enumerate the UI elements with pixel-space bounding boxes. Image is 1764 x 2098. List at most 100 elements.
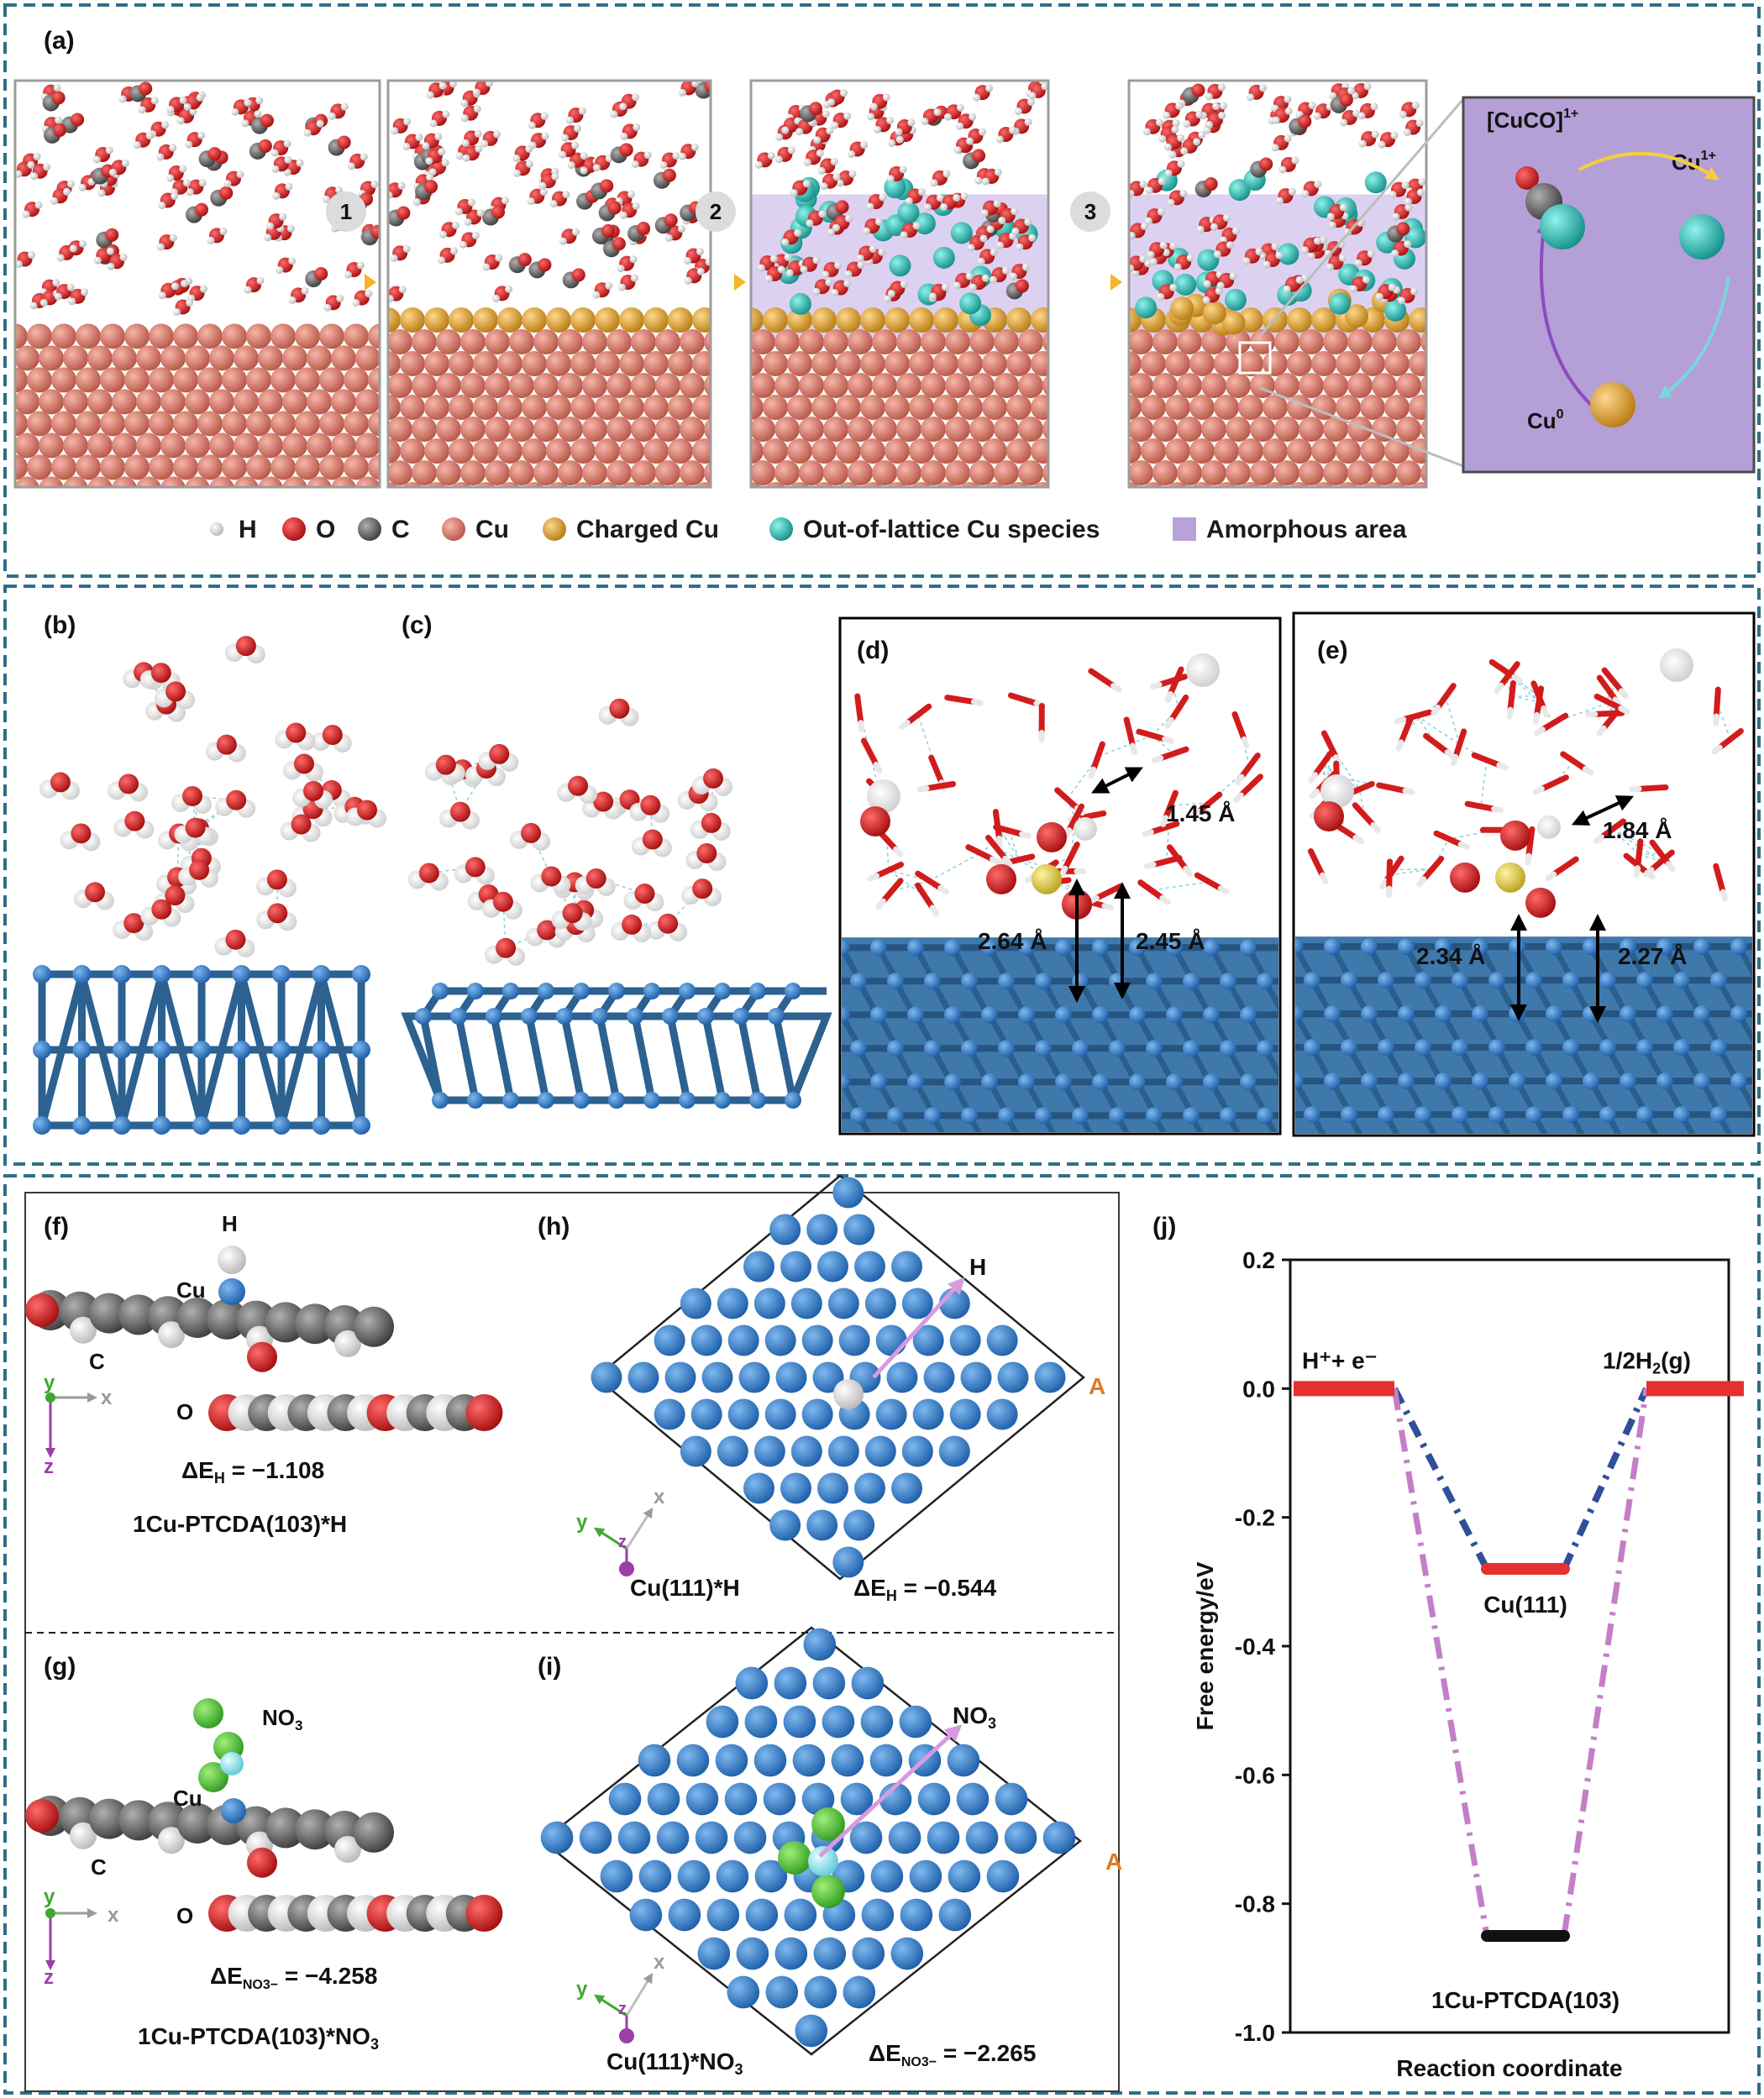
h-atom — [1362, 275, 1370, 284]
slab-atom — [1730, 938, 1747, 956]
h-atom — [438, 256, 446, 265]
slab-atom — [1226, 460, 1251, 486]
h-bond — [1445, 696, 1461, 745]
h-atom — [1193, 138, 1201, 146]
water-stick-h — [1491, 805, 1504, 814]
h-atom — [775, 133, 784, 141]
lattice-atom — [352, 1041, 370, 1059]
h-atom — [33, 153, 41, 161]
cu-surface-atom — [891, 1472, 922, 1504]
chart-y-ticks: 0.20.0-0.2-0.4-0.6-0.8-1.0 — [1235, 1247, 1290, 2046]
h-atom — [843, 280, 852, 288]
slab-atom — [270, 323, 296, 349]
lattice-bond — [631, 1015, 656, 1101]
slab-atom — [751, 351, 764, 377]
out-of-lattice-cu-atom — [1135, 296, 1158, 319]
slab-atom — [582, 417, 607, 443]
h-atom — [323, 303, 332, 312]
water-stick-h — [1541, 705, 1550, 718]
h-atom — [899, 165, 907, 174]
h-atom — [1149, 258, 1158, 266]
lattice-bond — [158, 973, 206, 1127]
slab-atom — [1347, 329, 1373, 355]
cu-surface-atom — [715, 1744, 748, 1777]
c-atom — [265, 1302, 306, 1343]
slab-atom — [1396, 417, 1421, 443]
slab-atom — [331, 476, 356, 487]
h-atom — [981, 177, 990, 186]
slab-atom — [51, 367, 76, 393]
h-atom — [1129, 189, 1135, 197]
h-atom — [1041, 82, 1048, 91]
slab-atom — [1092, 1006, 1109, 1024]
slab-atom — [449, 438, 474, 464]
slab-atom — [388, 395, 401, 421]
water-stick — [1435, 683, 1457, 711]
lattice-atom — [272, 1041, 291, 1059]
slab-atom — [100, 411, 125, 437]
panel-h-z-dot — [619, 1561, 634, 1576]
panel-i-y-axis — [593, 1994, 627, 2017]
h-atom — [1367, 249, 1375, 258]
slab-atom — [704, 374, 711, 397]
slab-atom — [1055, 1006, 1072, 1024]
water-stick — [1471, 752, 1503, 768]
h-atom — [848, 170, 857, 178]
cu-surface-atom — [668, 1898, 701, 1932]
slab-atom — [1238, 351, 1263, 377]
o-atom — [370, 225, 380, 239]
slab-atom — [680, 460, 705, 486]
slab-atom — [234, 433, 259, 459]
slab-atom — [1599, 1106, 1616, 1124]
h-atom — [1074, 816, 1097, 841]
slab-atom — [234, 345, 259, 371]
c-atom — [265, 1807, 306, 1849]
water-stick-h — [1149, 681, 1163, 690]
h-bond — [194, 827, 202, 858]
slab-atom — [1129, 460, 1153, 486]
slab-atom — [436, 460, 461, 486]
h-atom — [1328, 221, 1336, 229]
h-atom — [450, 247, 459, 255]
slab-atom — [1304, 1106, 1320, 1124]
slab-atom — [998, 973, 1015, 990]
snapshot-3 — [749, 79, 1050, 489]
out-of-lattice-cu-atom — [959, 292, 982, 315]
snapshot-atoms-2 — [388, 81, 711, 487]
h-atom — [848, 150, 856, 159]
cu-surface-atom — [690, 1398, 722, 1430]
h-atom — [1177, 134, 1185, 142]
water-stick — [1601, 667, 1625, 695]
h-atom — [81, 288, 89, 296]
h-atom — [53, 84, 61, 92]
slab-atom — [1092, 1073, 1109, 1091]
cu-surface-atom — [753, 1435, 785, 1467]
h-atom — [1218, 111, 1226, 119]
water-stick — [1600, 704, 1624, 732]
slab-atom — [1129, 395, 1142, 421]
slab-atom — [295, 454, 320, 480]
slab-atom — [533, 460, 559, 486]
slab-atom — [1072, 1107, 1089, 1125]
h-atom — [438, 148, 446, 156]
slab-atom — [1183, 973, 1200, 990]
h-atom — [1255, 248, 1263, 256]
slab-atom — [1257, 1107, 1273, 1125]
h-atom — [264, 233, 272, 242]
h-atom — [1284, 95, 1292, 103]
h-atom — [288, 296, 297, 304]
h-atom — [816, 149, 824, 157]
slab-atom — [449, 307, 474, 333]
slab-atom — [896, 373, 921, 399]
slab-atom — [1488, 1039, 1505, 1057]
slab-atom — [1018, 329, 1043, 355]
h-atom — [63, 187, 71, 196]
panel-b-lattice — [33, 965, 370, 1135]
cu-surface-atom — [724, 1782, 758, 1816]
h-atom — [283, 139, 291, 148]
o-atom — [52, 123, 66, 137]
inset-cu-complex-atom — [1540, 204, 1585, 249]
slab-atom — [258, 389, 283, 415]
cu-surface-atom — [861, 1898, 895, 1932]
